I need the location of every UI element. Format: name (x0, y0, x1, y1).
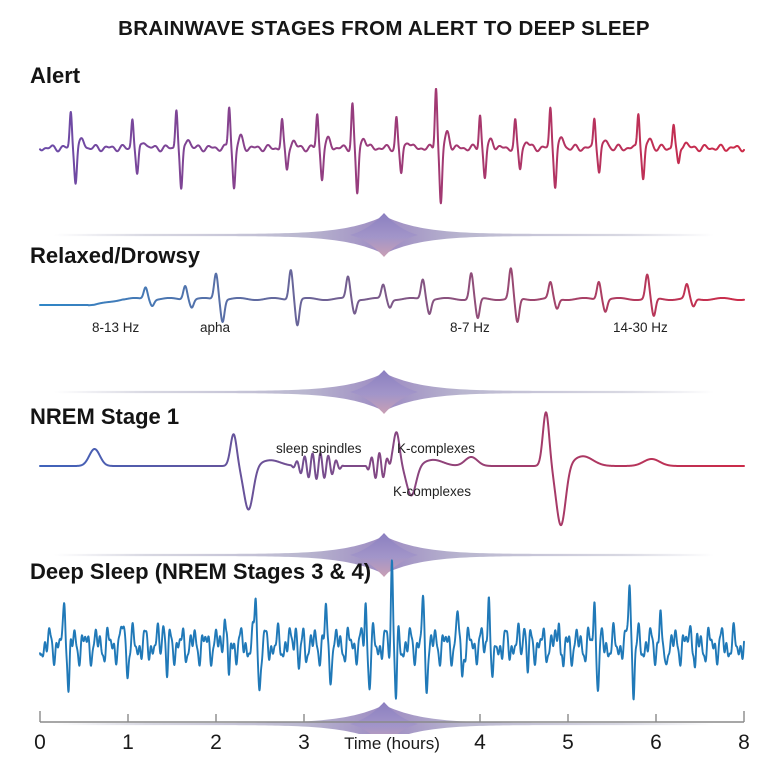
annotation-label: 8-13 Hz (92, 320, 140, 335)
annotation-label: apha (200, 320, 231, 335)
tick-label: 3 (298, 731, 310, 754)
stage-label-3: NREM Stage 1 (30, 404, 180, 429)
stage-label-4: Deep Sleep (NREM Stages 3 & 4) (30, 559, 372, 584)
annotation-label: K-complexes (397, 441, 476, 456)
annotation-label: K-complexes (393, 484, 472, 499)
tick-label: 8 (738, 731, 750, 754)
tick-label: 1 (122, 731, 134, 754)
annotation-label: sleep spindles (276, 441, 362, 456)
divider-center-diamond (350, 533, 418, 577)
stage-label-1: Alert (30, 63, 81, 88)
stage-label-2: Relaxed/Drowsy (30, 243, 200, 268)
annotation-label: 14-30 Hz (613, 320, 668, 335)
tick-label: 2 (210, 731, 222, 754)
waveform-2 (39, 267, 745, 327)
tick-label: 4 (474, 731, 486, 754)
waveform-1 (39, 87, 745, 205)
waveform-3 (39, 411, 745, 527)
page-title: BRAINWAVE STAGES FROM ALERT TO DEEP SLEE… (118, 17, 650, 40)
divider-center-diamond (350, 702, 418, 746)
waveform-4 (39, 559, 745, 701)
axis-title: Time (hours) (341, 734, 443, 754)
annotation-label: 8-7 Hz (450, 320, 490, 335)
tick-label: 0 (34, 731, 46, 754)
tick-label: 5 (562, 731, 574, 754)
divider-center-diamond (350, 370, 418, 414)
divider-center-diamond (350, 213, 418, 257)
tick-label: 6 (650, 731, 662, 754)
